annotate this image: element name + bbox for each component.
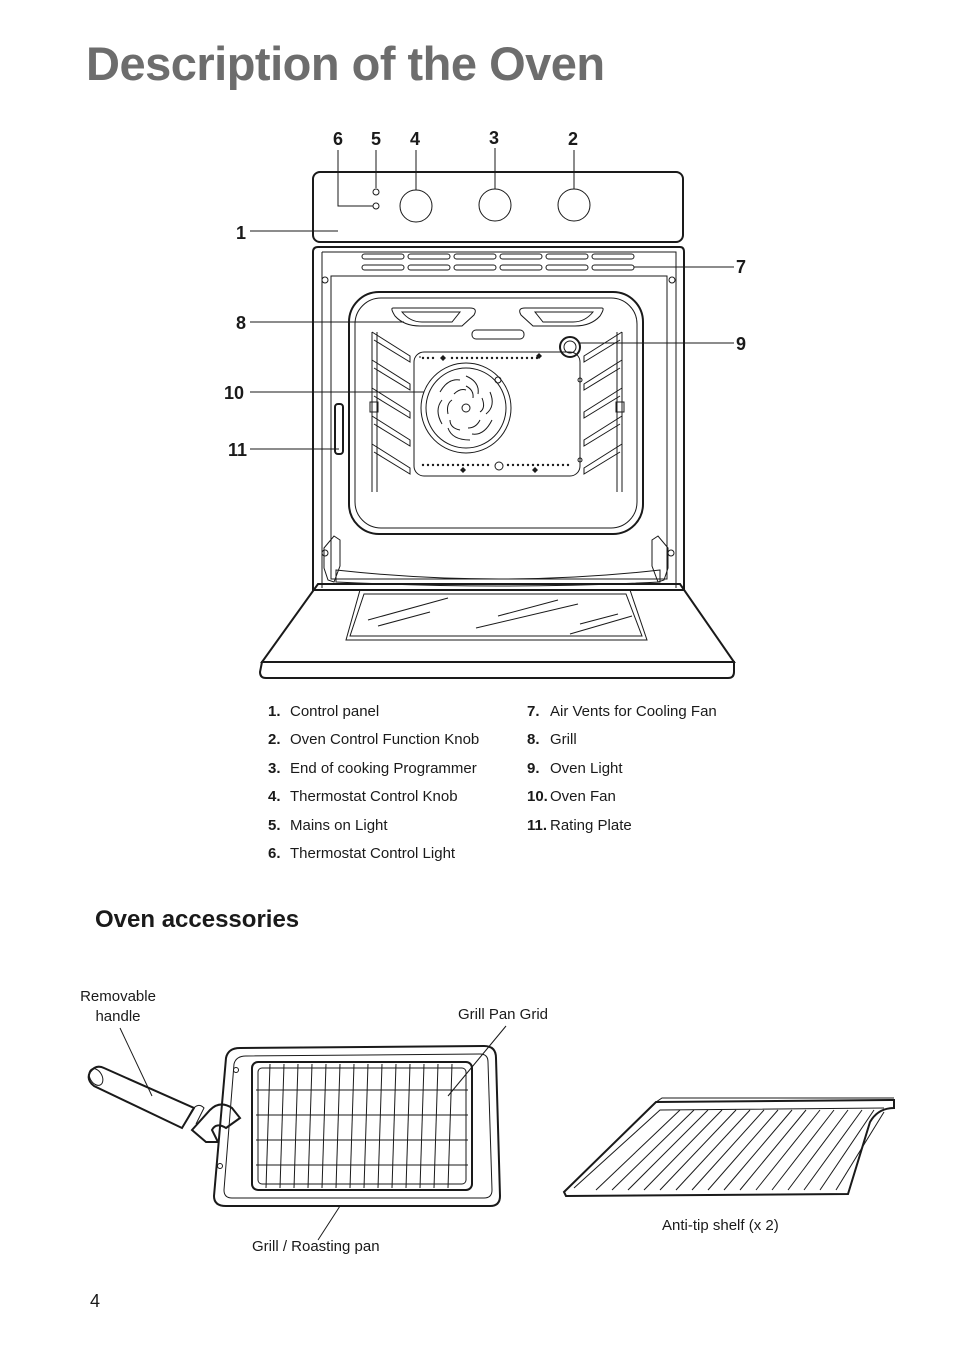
- part-number: 2.: [268, 731, 281, 749]
- part-item: 6. Thermostat Control Light: [268, 845, 479, 873]
- part-number: 10.: [527, 788, 548, 806]
- part-label: Air Vents for Cooling Fan: [550, 703, 717, 720]
- oven-cavity-shape: [348, 291, 644, 535]
- part-item: 9. Oven Light: [527, 760, 717, 788]
- rating-plate-shape: [334, 403, 344, 455]
- part-label: Grill: [550, 731, 577, 749]
- accessories-title: Oven accessories: [95, 906, 300, 933]
- roasting-pan-label: Grill / Roasting pan: [252, 1238, 380, 1255]
- part-number: 3.: [268, 759, 281, 777]
- callout-3: 3: [489, 128, 499, 148]
- anti-tip-shelf-label: Anti-tip shelf (x 2): [662, 1217, 779, 1234]
- handle-label-line1: Removable: [80, 988, 156, 1005]
- part-number: 4.: [268, 788, 281, 806]
- callout-7: 7: [736, 257, 746, 277]
- air-vents-shape: [361, 253, 635, 271]
- part-label: Thermostat Control Knob: [290, 788, 458, 806]
- grill-element-shape: [391, 307, 604, 340]
- part-number: 9.: [527, 759, 540, 777]
- thermostat-light-shape: [372, 202, 380, 210]
- parts-list-left: 1. Control panel 2. Oven Control Function …: [268, 703, 479, 873]
- page-number: 4: [90, 1291, 101, 1311]
- left-shelf-runners: [369, 331, 411, 492]
- part-item: 2. Oven Control Function Knob: [268, 731, 479, 759]
- callout-11: 11: [228, 440, 247, 460]
- thermostat-knob-shape: [399, 189, 433, 223]
- callout-9: 9: [736, 334, 746, 354]
- oven-fan-shape: [420, 362, 512, 454]
- part-item: 4. Thermostat Control Knob: [268, 788, 479, 816]
- part-item: 7. Air Vents for Cooling Fan: [527, 703, 717, 731]
- part-number: 11.: [527, 816, 548, 834]
- oven-light-shape: [559, 336, 581, 358]
- part-label: Rating Plate: [550, 816, 632, 834]
- part-item: 8. Grill: [527, 731, 717, 759]
- callout-4: 4: [410, 129, 420, 149]
- part-number: 6.: [268, 844, 281, 862]
- right-shelf-runners: [583, 331, 625, 492]
- handle-label-line2: handle: [95, 1008, 141, 1025]
- part-item: 10.Oven Fan: [527, 788, 717, 816]
- part-label: Oven Light: [550, 759, 623, 777]
- function-knob-shape: [557, 188, 591, 222]
- oven-door-shape: [258, 569, 736, 679]
- part-label: Mains on Light: [290, 816, 388, 834]
- callout-10: 10: [224, 383, 244, 403]
- roasting-pan-drawing: [87, 1044, 502, 1207]
- parts-list-right: 7. Air Vents for Cooling Fan 8. Grill 9. Ov…: [527, 703, 717, 845]
- part-item: 3. End of cooking Programmer: [268, 760, 479, 788]
- part-number: 5.: [268, 816, 281, 834]
- page-title: Description of the Oven: [86, 37, 605, 90]
- callout-2: 2: [568, 129, 578, 149]
- control-panel-shape: [312, 171, 684, 243]
- part-label: End of cooking Programmer: [290, 759, 477, 777]
- part-label: Control panel: [290, 703, 380, 720]
- part-label: Thermostat Control Light: [290, 844, 456, 862]
- handle-label: Removable handle: [80, 987, 156, 1027]
- part-item: 11.Rating Plate: [527, 817, 717, 845]
- part-number: 1.: [268, 703, 281, 720]
- part-number: 7.: [527, 703, 540, 720]
- part-number: 8.: [527, 731, 540, 749]
- leader-lines: [250, 148, 734, 450]
- back-panel-shape: [413, 351, 581, 477]
- part-label: Oven Control Function Knob: [290, 731, 480, 749]
- part-item: 1. Control panel: [268, 703, 479, 731]
- anti-tip-shelf-drawing: [562, 1097, 895, 1198]
- part-item: 5. Mains on Light: [268, 817, 479, 845]
- callout-6: 6: [333, 129, 343, 149]
- callout-1: 1: [236, 223, 246, 243]
- programmer-knob-shape: [478, 188, 512, 222]
- callout-8: 8: [236, 313, 246, 333]
- grill-pan-grid-label: Grill Pan Grid: [458, 1006, 549, 1023]
- mains-light-shape: [372, 188, 380, 196]
- callout-5: 5: [371, 129, 381, 149]
- part-label: Oven Fan: [550, 788, 616, 806]
